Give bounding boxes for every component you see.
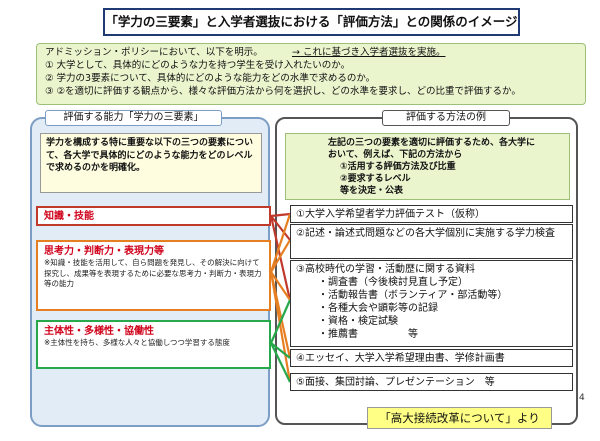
policy-lead: アドミッション・ポリシーにおいて、以下を明示。	[45, 47, 263, 58]
connector-line	[270, 239, 291, 273]
right-intro-line: おいて、例えば、下記の方法から	[328, 150, 463, 160]
capability-title: 知識・技能	[44, 211, 94, 222]
connector-line	[270, 215, 291, 241]
method-written-exam: ②記述・論述式問題などの各大学個別に実施する学力検査	[290, 224, 573, 259]
left-panel-header: 評価する能力「学力の三要素」	[45, 110, 222, 126]
connector-line	[269, 271, 292, 383]
connector-line	[269, 213, 292, 273]
connector-line	[269, 299, 292, 344]
policy-item: ③ ②を適切に評価する観点から、様々な評価方法から何を選択し、どの水準を要求し、…	[45, 86, 521, 97]
method-interview: ⑤面接、集団討論、プレゼンテーション 等	[290, 373, 573, 391]
thinking-connectors	[269, 213, 292, 383]
admission-policy-box: アドミッション・ポリシーにおいて、以下を明示。 → これに基づき入学者選抜を実施…	[36, 43, 586, 105]
connector-line	[270, 342, 291, 359]
capability-thinking: 思考力・判断力・表現力等 ※知識・技能を活用して、自ら問題を発見し、その解決に向…	[36, 240, 271, 311]
capability-proactivity: 主体性・多様性・協働性 ※主体性を持ち、多様な人々と協働しつつ学習する態度	[36, 320, 271, 369]
method-title: ③高校時代の学習・活動歴に関する資料	[296, 264, 475, 275]
connector-line	[270, 212, 291, 218]
policy-item: ② 学力の3要素について、具体的にどのような能力をどの水準で求めるのか。	[45, 73, 376, 84]
policy-item: ① 大学として、具体的にどのような力を持つ学生を受け入れたいのか。	[45, 60, 351, 71]
left-intro-box: 学力を構成する特に重要な以下の三つの要素について、各大学で具体的にどのような能力…	[40, 133, 262, 193]
connector-line	[270, 271, 291, 301]
method-sub-item: ・調査書（今後検討見直し予定）	[318, 277, 468, 288]
page-title: 「学力の三要素」と入学者選抜における「評価方法」との関係のイメージ	[103, 8, 520, 36]
right-intro-line: 左記の三つの要素を適切に評価するため、各大学に	[328, 138, 536, 148]
capability-title: 主体性・多様性・協働性	[44, 326, 154, 337]
policy-arrow-note: → これに基づき入学者選抜を実施。	[292, 47, 446, 58]
capability-title: 思考力・判断力・表現力等	[44, 246, 164, 257]
method-sub-item: ・活動報告書（ボランティア・部活動等）	[318, 290, 508, 301]
method-test: ①大学入学希望者学力評価テスト（仮称）	[290, 205, 573, 223]
capability-description: ※知識・技能を活用して、自ら問題を発見し、その解決に向けて探究し、成果等を表現す…	[44, 258, 262, 288]
source-label: 「高大接続改革について」より	[367, 407, 552, 429]
right-intro-box: 左記の三つの要素を適切に評価するため、各大学に おいて、例えば、下記の方法から …	[285, 133, 570, 200]
right-intro-line: ①活用する評価方法及び比重	[340, 162, 456, 172]
connector-line	[270, 342, 291, 383]
page-number: 4	[579, 393, 585, 403]
method-sub-item: ・推薦書 等	[318, 329, 418, 340]
method-sub-item: ・各種大会や顕彰等の記録	[318, 303, 438, 314]
capability-description: ※主体性を持ち、多様な人々と協働しつつ学習する態度	[44, 338, 230, 347]
method-sub-item: ・資格・検定試験	[318, 316, 398, 327]
method-essay: ④エッセイ、大学入学希望理由書、学修計画書	[290, 349, 573, 367]
capability-knowledge: 知識・技能	[36, 206, 271, 226]
right-intro-line: 等を決定・公表	[340, 186, 404, 196]
proactivity-connectors	[269, 299, 292, 383]
method-records: ③高校時代の学習・活動歴に関する資料 ・調査書（今後検討見直し予定） ・活動報告…	[290, 260, 573, 347]
right-panel-header: 評価する方法の例	[382, 110, 510, 126]
right-intro-line: ②要求するレベル	[340, 174, 411, 184]
